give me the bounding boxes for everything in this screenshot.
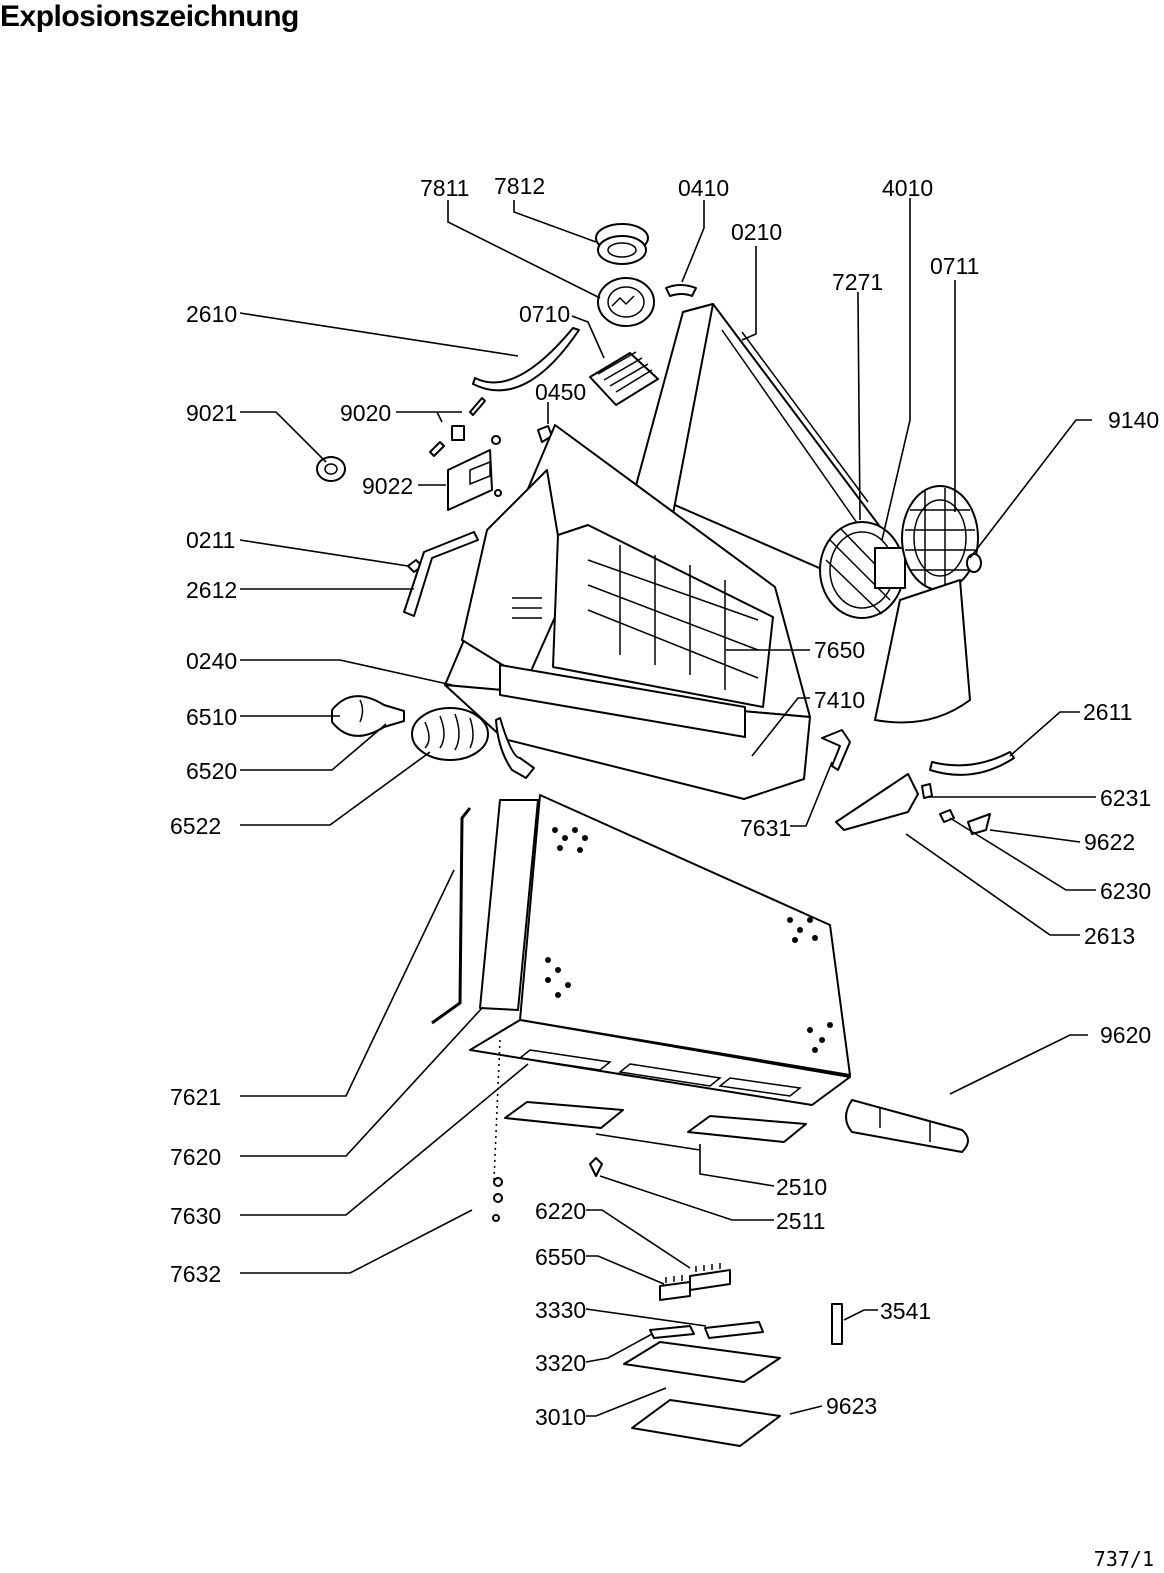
label-7620: 7620	[170, 1144, 221, 1170]
label-7271: 7271	[832, 269, 883, 295]
label-0450: 0450	[535, 379, 586, 405]
part-2511-screw	[589, 1157, 603, 1177]
label-4010: 4010	[882, 175, 933, 201]
part-2611-rail	[929, 751, 1015, 776]
part-9623-cover	[631, 1399, 781, 1447]
part-6220-6550-control-boards	[659, 1263, 731, 1301]
part-2613-slide	[835, 773, 919, 831]
part-7630-front-panel	[469, 794, 851, 1106]
label-0710: 0710	[519, 301, 570, 327]
label-9620: 9620	[1100, 1022, 1151, 1048]
label-7410: 7410	[814, 687, 865, 713]
label-7631: 7631	[740, 815, 791, 841]
leader-lines	[239, 198, 1096, 1417]
part-0710-grille	[589, 351, 659, 406]
label-3330: 3330	[535, 1297, 586, 1323]
label-0211: 0211	[186, 527, 235, 553]
part-7271-fan-motor	[819, 521, 906, 619]
label-6550: 6550	[535, 1244, 586, 1270]
label-6230: 6230	[1100, 878, 1151, 904]
part-3330-3320-switches	[649, 1321, 764, 1339]
part-7811-outlet	[597, 277, 655, 327]
label-0711: 0711	[930, 253, 979, 279]
part-7632-fittings	[492, 1039, 503, 1222]
label-6520: 6520	[186, 758, 237, 784]
label-6522: 6522	[170, 813, 221, 839]
label-0210: 0210	[731, 219, 782, 245]
label-3320: 3320	[535, 1350, 586, 1376]
part-7812-ring	[595, 223, 649, 265]
label-2511: 2511	[776, 1208, 825, 1234]
part-9020-screws	[429, 397, 486, 457]
part-6522-lamp-cover	[411, 707, 489, 761]
label-9140: 9140	[1108, 407, 1159, 433]
label-7650: 7650	[814, 637, 865, 663]
label-3541: 3541	[880, 1298, 931, 1324]
label-2611: 2611	[1083, 699, 1132, 725]
part-fan-housing	[874, 579, 971, 724]
page-title: Explosionszeichnung	[0, 0, 299, 33]
part-9021-knob	[316, 456, 346, 482]
label-7632: 7632	[170, 1261, 221, 1287]
label-9022: 9022	[362, 473, 413, 499]
page-number: 737/1	[1093, 1547, 1154, 1571]
part-9022-switch-bracket	[447, 435, 502, 511]
label-9622: 9622	[1084, 829, 1135, 855]
part-6231-catch	[921, 783, 933, 799]
label-0410: 0410	[678, 175, 729, 201]
label-6231: 6231	[1100, 785, 1151, 811]
part-9140-oring	[966, 553, 982, 573]
part-power-cable	[495, 717, 535, 779]
label-7621: 7621	[170, 1084, 221, 1110]
part-6230-catch	[939, 809, 955, 823]
part-9620-handle	[845, 1099, 969, 1153]
part-0711-guard	[901, 485, 979, 591]
label-0240: 0240	[186, 648, 237, 674]
part-7620-filter-panel	[479, 799, 539, 1011]
label-2613: 2613	[1084, 923, 1135, 949]
label-6220: 6220	[535, 1198, 586, 1224]
part-number-labels: 7811 7812 0410 4010 0210 0711 7271 2610 …	[170, 173, 1159, 1430]
label-7811: 7811	[420, 175, 469, 201]
part-7631-bracket	[821, 729, 851, 771]
label-7812: 7812	[494, 173, 545, 199]
part-0410-clip	[665, 284, 697, 297]
part-2510-grease-filters	[504, 1101, 807, 1143]
part-2610-rail	[472, 327, 580, 392]
part-2612-bracket	[403, 531, 479, 617]
label-9623: 9623	[826, 1393, 877, 1419]
label-9020: 9020	[340, 400, 391, 426]
label-6510: 6510	[186, 704, 237, 730]
part-7621-rod	[431, 807, 472, 1025]
part-6510-lamp	[331, 695, 405, 737]
label-2610: 2610	[186, 301, 237, 327]
part-3010-control-panel	[623, 1341, 781, 1383]
part-3541-screw	[831, 1303, 843, 1345]
label-2510: 2510	[776, 1174, 827, 1200]
label-9021: 9021	[186, 400, 237, 426]
label-3010: 3010	[535, 1404, 586, 1430]
label-2612: 2612	[186, 577, 237, 603]
part-hood-body	[444, 424, 811, 800]
label-7630: 7630	[170, 1203, 221, 1229]
